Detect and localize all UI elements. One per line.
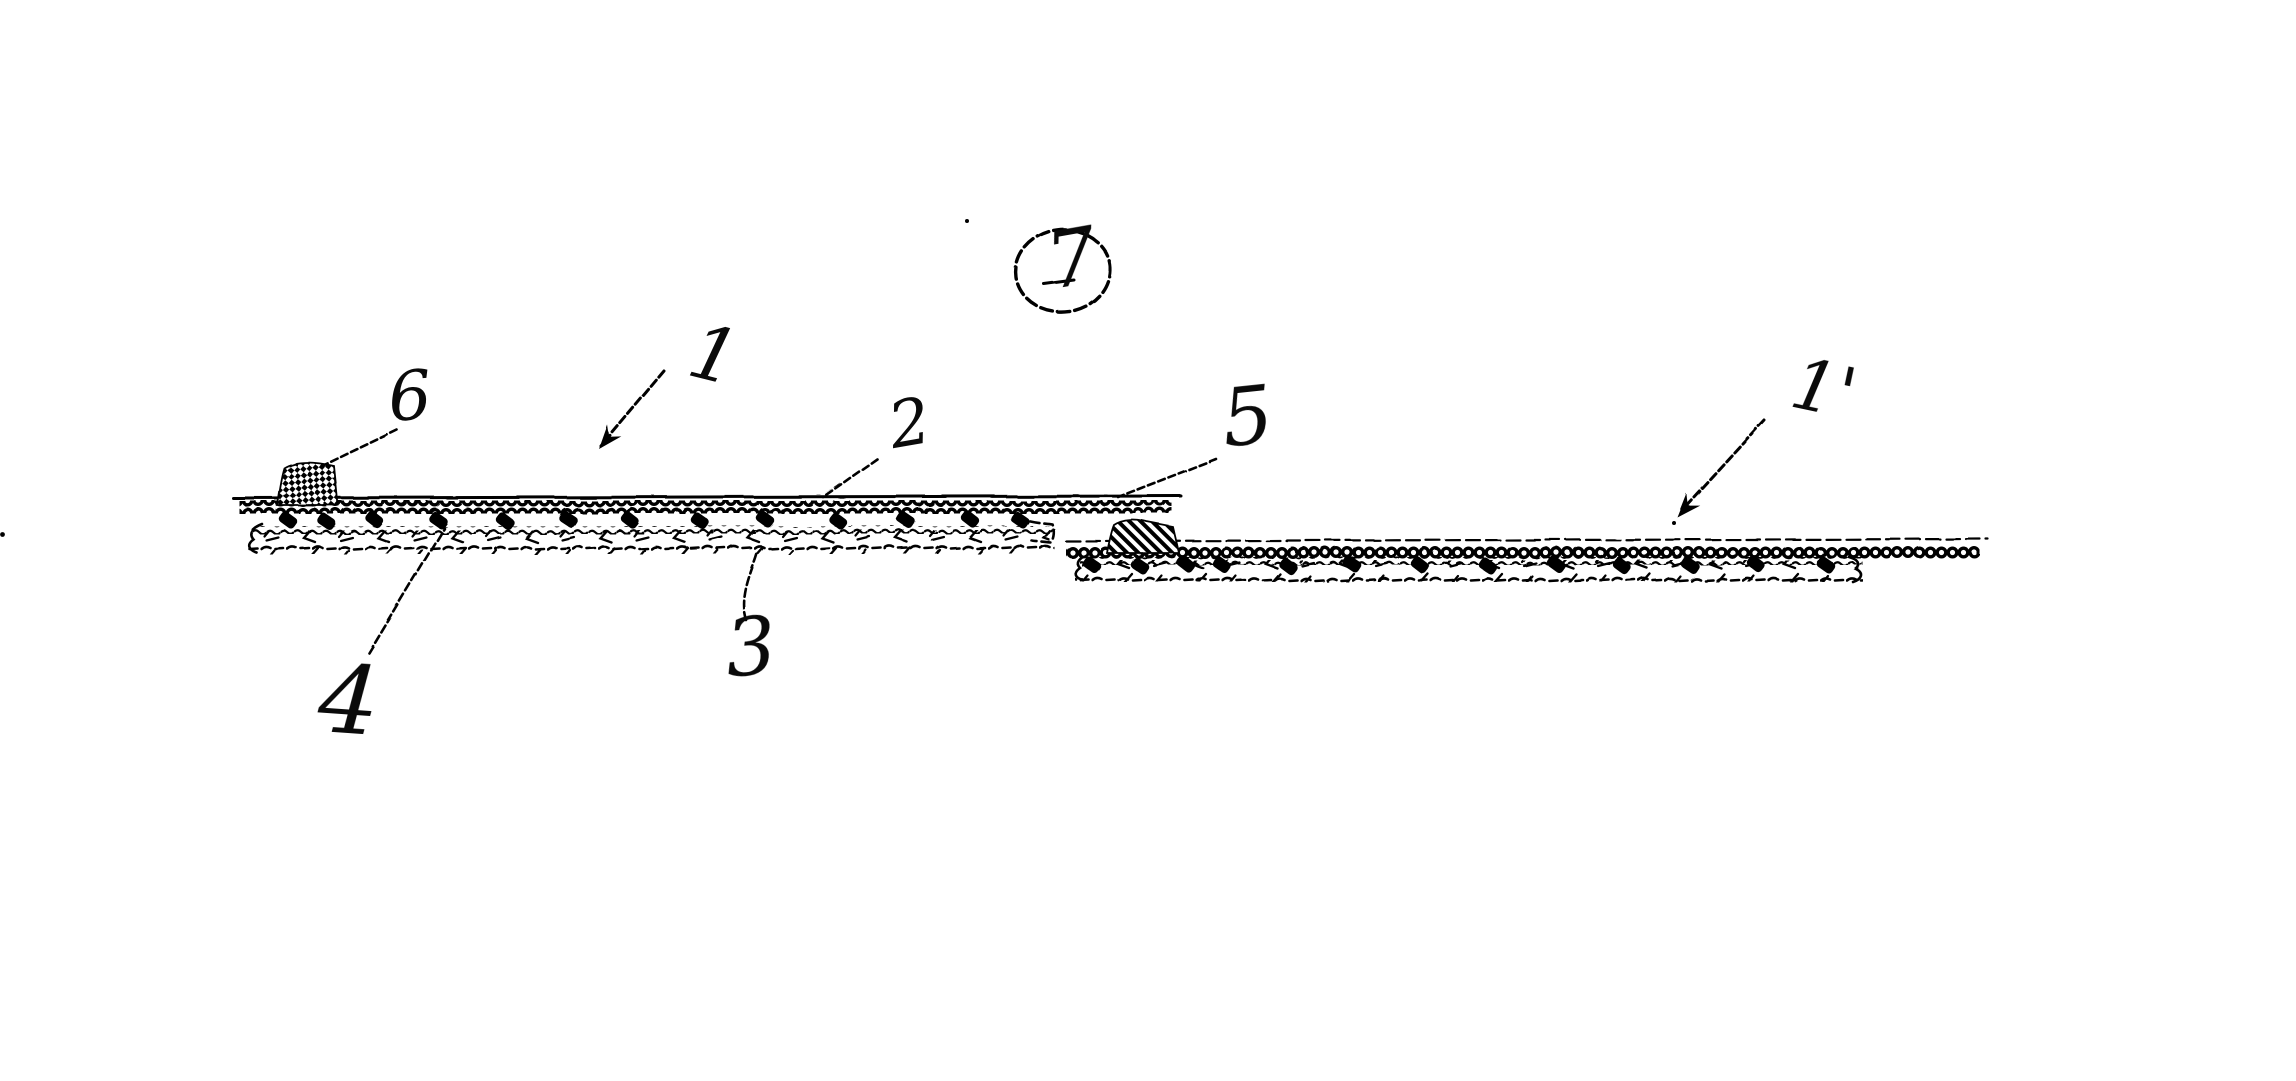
lower-layer-left-edge <box>247 522 264 554</box>
leader-line-6 <box>316 428 399 470</box>
ref-label-4-adhesive-dot: 4 <box>314 644 383 758</box>
lower-layer-right <box>1074 552 1863 584</box>
block-left <box>275 461 339 506</box>
top-film-line-right <box>1064 537 1990 543</box>
lower-layer-right-left-edge <box>1074 552 1091 582</box>
leader-arrow-1 <box>592 369 666 455</box>
seven-crossbar <box>1042 278 1076 286</box>
carrier-band-right <box>1066 545 1980 559</box>
leader-line-3 <box>742 549 759 622</box>
left-panel-drawing <box>231 461 1183 554</box>
block-right <box>1105 519 1181 554</box>
leader-arrow-1-prime <box>1670 418 1766 524</box>
figure-number-circle <box>1014 228 1112 314</box>
top-film-line-left <box>231 494 1183 500</box>
leader-line-4 <box>367 526 446 655</box>
carrier-band-left <box>239 500 1172 514</box>
ref-label-5-top-film: 5 <box>1217 367 1278 466</box>
leader-line-5 <box>1116 457 1218 499</box>
ref-label-3-lower-layer: 3 <box>721 598 781 696</box>
right-panel-drawing <box>1064 519 1990 584</box>
leader-line-2 <box>821 457 879 499</box>
scan-specks <box>0 219 1676 537</box>
lower-layer-right-edge <box>1028 519 1056 545</box>
lower-layer-left <box>247 519 1056 554</box>
ref-label-6-block: 6 <box>385 355 435 438</box>
lower-layer-right-right-edge <box>1847 555 1863 584</box>
